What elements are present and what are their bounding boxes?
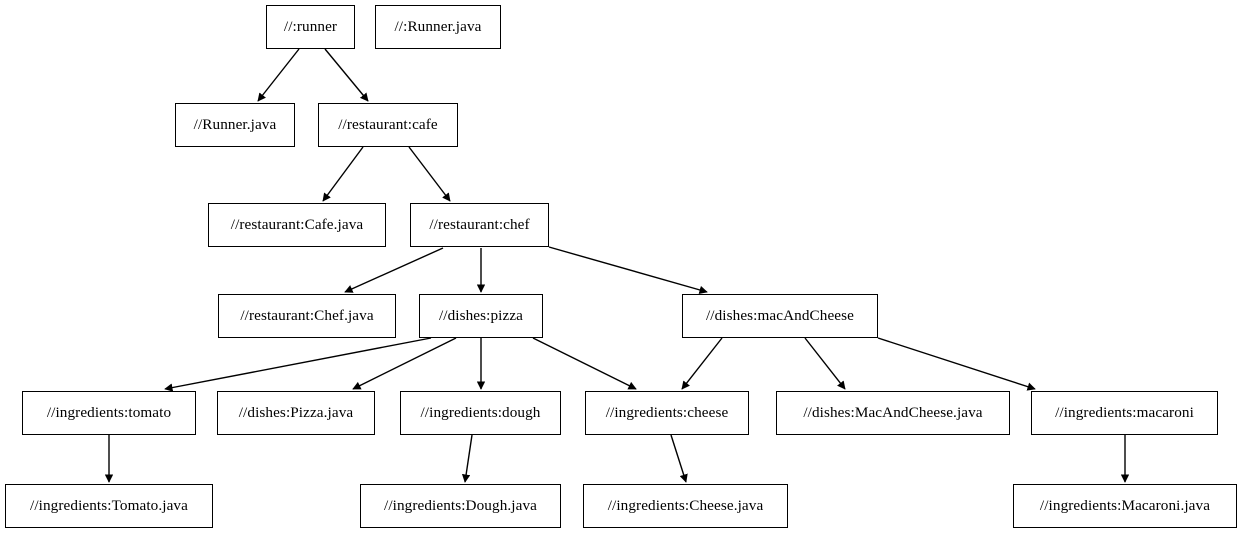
graph-node-label: //ingredients:dough	[420, 404, 541, 422]
graph-node-label: //dishes:Pizza.java	[238, 404, 354, 422]
graph-edge-runner-to-runner_java	[257, 48, 300, 102]
graph-edge-dishes_mac-to-ing_macaroni	[877, 337, 1036, 391]
graph-edge-runner-to-restaurant_cafe	[324, 48, 369, 102]
graph-node-ing_dough[interactable]: //ingredients:dough	[400, 391, 561, 435]
graph-edge-restaurant_chef-to-chef_java	[344, 247, 444, 293]
graph-edge-dishes_pizza-to-ing_tomato	[164, 337, 432, 392]
graph-edge-restaurant_cafe-to-restaurant_chef	[408, 146, 451, 202]
graph-edge-ing_cheese-to-cheese_java	[670, 434, 688, 483]
graph-node-label: //ingredients:tomato	[46, 404, 172, 422]
graph-node-label: //restaurant:chef	[429, 216, 530, 234]
graph-node-label: //ingredients:Macaroni.java	[1039, 497, 1211, 515]
graph-edge-restaurant_chef-to-dishes_mac	[548, 246, 708, 294]
graph-node-label: //ingredients:macaroni	[1055, 404, 1194, 422]
graph-node-label: //ingredients:Tomato.java	[30, 497, 188, 515]
graph-node-label: //restaurant:Cafe.java	[230, 216, 364, 234]
graph-node-label: //ingredients:Cheese.java	[607, 497, 764, 515]
graph-node-label: //restaurant:cafe	[338, 116, 438, 134]
graph-node-tomato_java[interactable]: //ingredients:Tomato.java	[5, 484, 213, 528]
graph-node-cheese_java[interactable]: //ingredients:Cheese.java	[583, 484, 788, 528]
graph-node-dishes_pizza[interactable]: //dishes:pizza	[419, 294, 543, 338]
graph-node-mac_java[interactable]: //dishes:MacAndCheese.java	[776, 391, 1010, 435]
graph-node-ing_tomato[interactable]: //ingredients:tomato	[22, 391, 196, 435]
graph-node-restaurant_chef[interactable]: //restaurant:chef	[410, 203, 549, 247]
graph-node-label: //Runner.java	[193, 116, 277, 134]
graph-node-label: //dishes:pizza	[438, 307, 524, 325]
graph-node-label: //:runner	[283, 18, 338, 36]
graph-node-restaurant_cafe[interactable]: //restaurant:cafe	[318, 103, 458, 147]
graph-node-label: //restaurant:Chef.java	[240, 307, 374, 325]
graph-node-label: //:Runner.java	[394, 18, 482, 36]
graph-edge-restaurant_cafe-to-cafe_java	[322, 146, 364, 202]
graph-node-label: //dishes:macAndCheese	[705, 307, 855, 325]
graph-node-dishes_mac[interactable]: //dishes:macAndCheese	[682, 294, 878, 338]
graph-node-label: //ingredients:cheese	[605, 404, 729, 422]
graph-edge-ing_dough-to-dough_java	[461, 434, 473, 483]
graph-node-pizza_java[interactable]: //dishes:Pizza.java	[217, 391, 375, 435]
graph-node-ing_macaroni[interactable]: //ingredients:macaroni	[1031, 391, 1218, 435]
graph-node-root_runner_java[interactable]: //:Runner.java	[375, 5, 501, 49]
graph-edge-dishes_pizza-to-ing_cheese	[532, 337, 637, 390]
graph-node-dough_java[interactable]: //ingredients:Dough.java	[360, 484, 561, 528]
graph-node-ing_cheese[interactable]: //ingredients:cheese	[585, 391, 749, 435]
graph-node-macaroni_java[interactable]: //ingredients:Macaroni.java	[1013, 484, 1237, 528]
graph-node-label: //dishes:MacAndCheese.java	[803, 404, 983, 422]
graph-edge-dishes_pizza-to-pizza_java	[352, 337, 457, 390]
graph-node-chef_java[interactable]: //restaurant:Chef.java	[218, 294, 396, 338]
graph-edge-dishes_mac-to-mac_java	[804, 337, 846, 390]
graph-node-label: //ingredients:Dough.java	[384, 497, 537, 515]
graph-node-cafe_java[interactable]: //restaurant:Cafe.java	[208, 203, 386, 247]
graph-node-runner_java[interactable]: //Runner.java	[175, 103, 295, 147]
graph-node-runner[interactable]: //:runner	[266, 5, 355, 49]
graph-edge-dishes_mac-to-ing_cheese	[681, 337, 723, 390]
